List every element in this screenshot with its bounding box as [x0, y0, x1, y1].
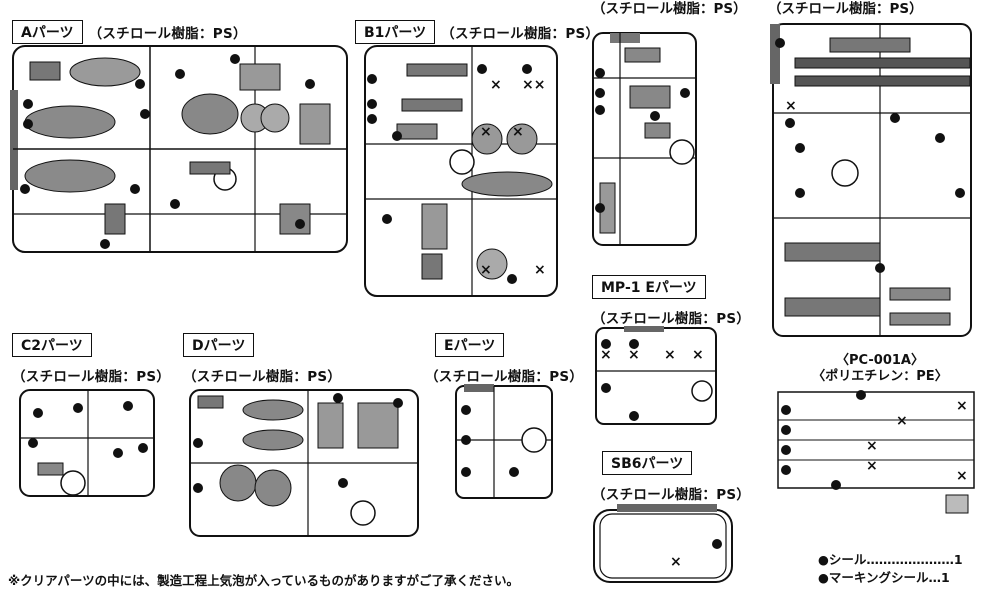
part-a-header: Aパーツ （スチロール樹脂：PS） — [12, 20, 247, 44]
sprue-c2-svg — [19, 389, 155, 497]
part-mp1-label: MP-1 Eパーツ — [592, 275, 706, 299]
svg-text:×: × — [692, 347, 704, 363]
part-a-label: Aパーツ — [12, 20, 83, 44]
svg-text:×: × — [534, 262, 546, 278]
part-pc-material: 〈ポリエチレン：PE〉 — [812, 369, 948, 384]
svg-text:×: × — [628, 347, 640, 363]
part-e-material: （スチロール樹脂：PS） — [425, 369, 584, 385]
svg-text:×: × — [956, 398, 968, 414]
clear-parts-note: ※クリアパーツの中には、製造工程上気泡が入っているものがありますがご了承ください… — [8, 573, 520, 588]
part-b1-label: B1パーツ — [355, 20, 436, 44]
sprue-d-svg — [189, 389, 419, 537]
sprue-a-svg — [10, 45, 348, 253]
svg-text:×: × — [866, 458, 878, 474]
svg-text:×: × — [896, 413, 908, 429]
sprue-b1-svg: × ×× × × × × — [364, 45, 558, 297]
svg-text:×: × — [866, 438, 878, 454]
part-mp1-material: （スチロール樹脂：PS） — [592, 311, 751, 327]
part-sb6-label: SB6パーツ — [602, 451, 693, 475]
sprue-e-svg — [455, 384, 553, 499]
svg-text:×: × — [956, 468, 968, 484]
part-c2-header: C2パーツ （スチロール樹脂：PS） — [12, 333, 170, 385]
svg-text:×: × — [785, 98, 797, 114]
part-mp1-header: MP-1 Eパーツ （スチロール樹脂：PS） — [592, 275, 750, 327]
svg-text:×: × — [490, 77, 502, 93]
part-f-material: （スチロール樹脂：PS） — [768, 1, 923, 17]
part-a-material: （スチロール樹脂：PS） — [88, 26, 247, 42]
legend-sticker: ●シール…………………1 — [818, 552, 963, 567]
part-d-header: Dパーツ （スチロール樹脂：PS） — [183, 333, 341, 385]
part-pc-label: 〈PC-001A〉 — [836, 353, 924, 368]
svg-text:×: × — [664, 347, 676, 363]
part-b1-material: （スチロール樹脂：PS） — [441, 26, 600, 42]
part-b1-header: B1パーツ （スチロール樹脂：PS） — [355, 20, 599, 44]
sprue-b2-diagram — [590, 18, 700, 250]
part-e-label: Eパーツ — [435, 333, 505, 357]
svg-text:×: × — [512, 124, 524, 140]
sprue-pc-diagram: × × × × × — [776, 390, 976, 516]
part-d-material: （スチロール樹脂：PS） — [183, 369, 342, 385]
part-e-header: Eパーツ （スチロール樹脂：PS） — [425, 333, 583, 385]
part-sb6-material: （スチロール樹脂：PS） — [592, 487, 751, 503]
part-c2-label: C2パーツ — [12, 333, 92, 357]
svg-text:×: × — [600, 347, 612, 363]
sprue-mp1-svg: × × × × — [595, 326, 717, 425]
sprue-b1-diagram: × ×× × × × × — [362, 44, 560, 304]
sprue-b2-svg — [592, 32, 697, 246]
part-d-label: Dパーツ — [183, 333, 255, 357]
sprue-e-diagram — [454, 380, 554, 502]
part-b2-material: （スチロール樹脂：PS） — [592, 1, 747, 17]
part-pc-header: 〈PC-001A〉 〈ポリエチレン：PE〉 — [795, 353, 965, 385]
legend-marking-sticker: ●マーキングシール…1 — [818, 570, 950, 585]
sprue-mp1-diagram: × × × × — [594, 326, 718, 428]
part-sb6-header: SB6パーツ （スチロール樹脂：PS） — [592, 451, 750, 503]
sprue-pc-svg: × × × × × — [777, 390, 975, 514]
sprue-f-svg: × — [770, 23, 972, 337]
svg-text:×: × — [480, 262, 492, 278]
sprue-d-diagram — [188, 388, 420, 540]
svg-text:×: × — [670, 554, 682, 570]
sprue-f-diagram: × — [770, 18, 976, 340]
svg-text:××: ×× — [522, 77, 545, 93]
sprue-c2-diagram — [18, 388, 158, 500]
sprue-sb6-svg: × — [593, 504, 733, 583]
sprue-sb6-diagram: × — [592, 500, 736, 586]
sprue-a-diagram — [10, 44, 350, 256]
svg-text:×: × — [480, 124, 492, 140]
part-c2-material: （スチロール樹脂：PS） — [12, 369, 171, 385]
